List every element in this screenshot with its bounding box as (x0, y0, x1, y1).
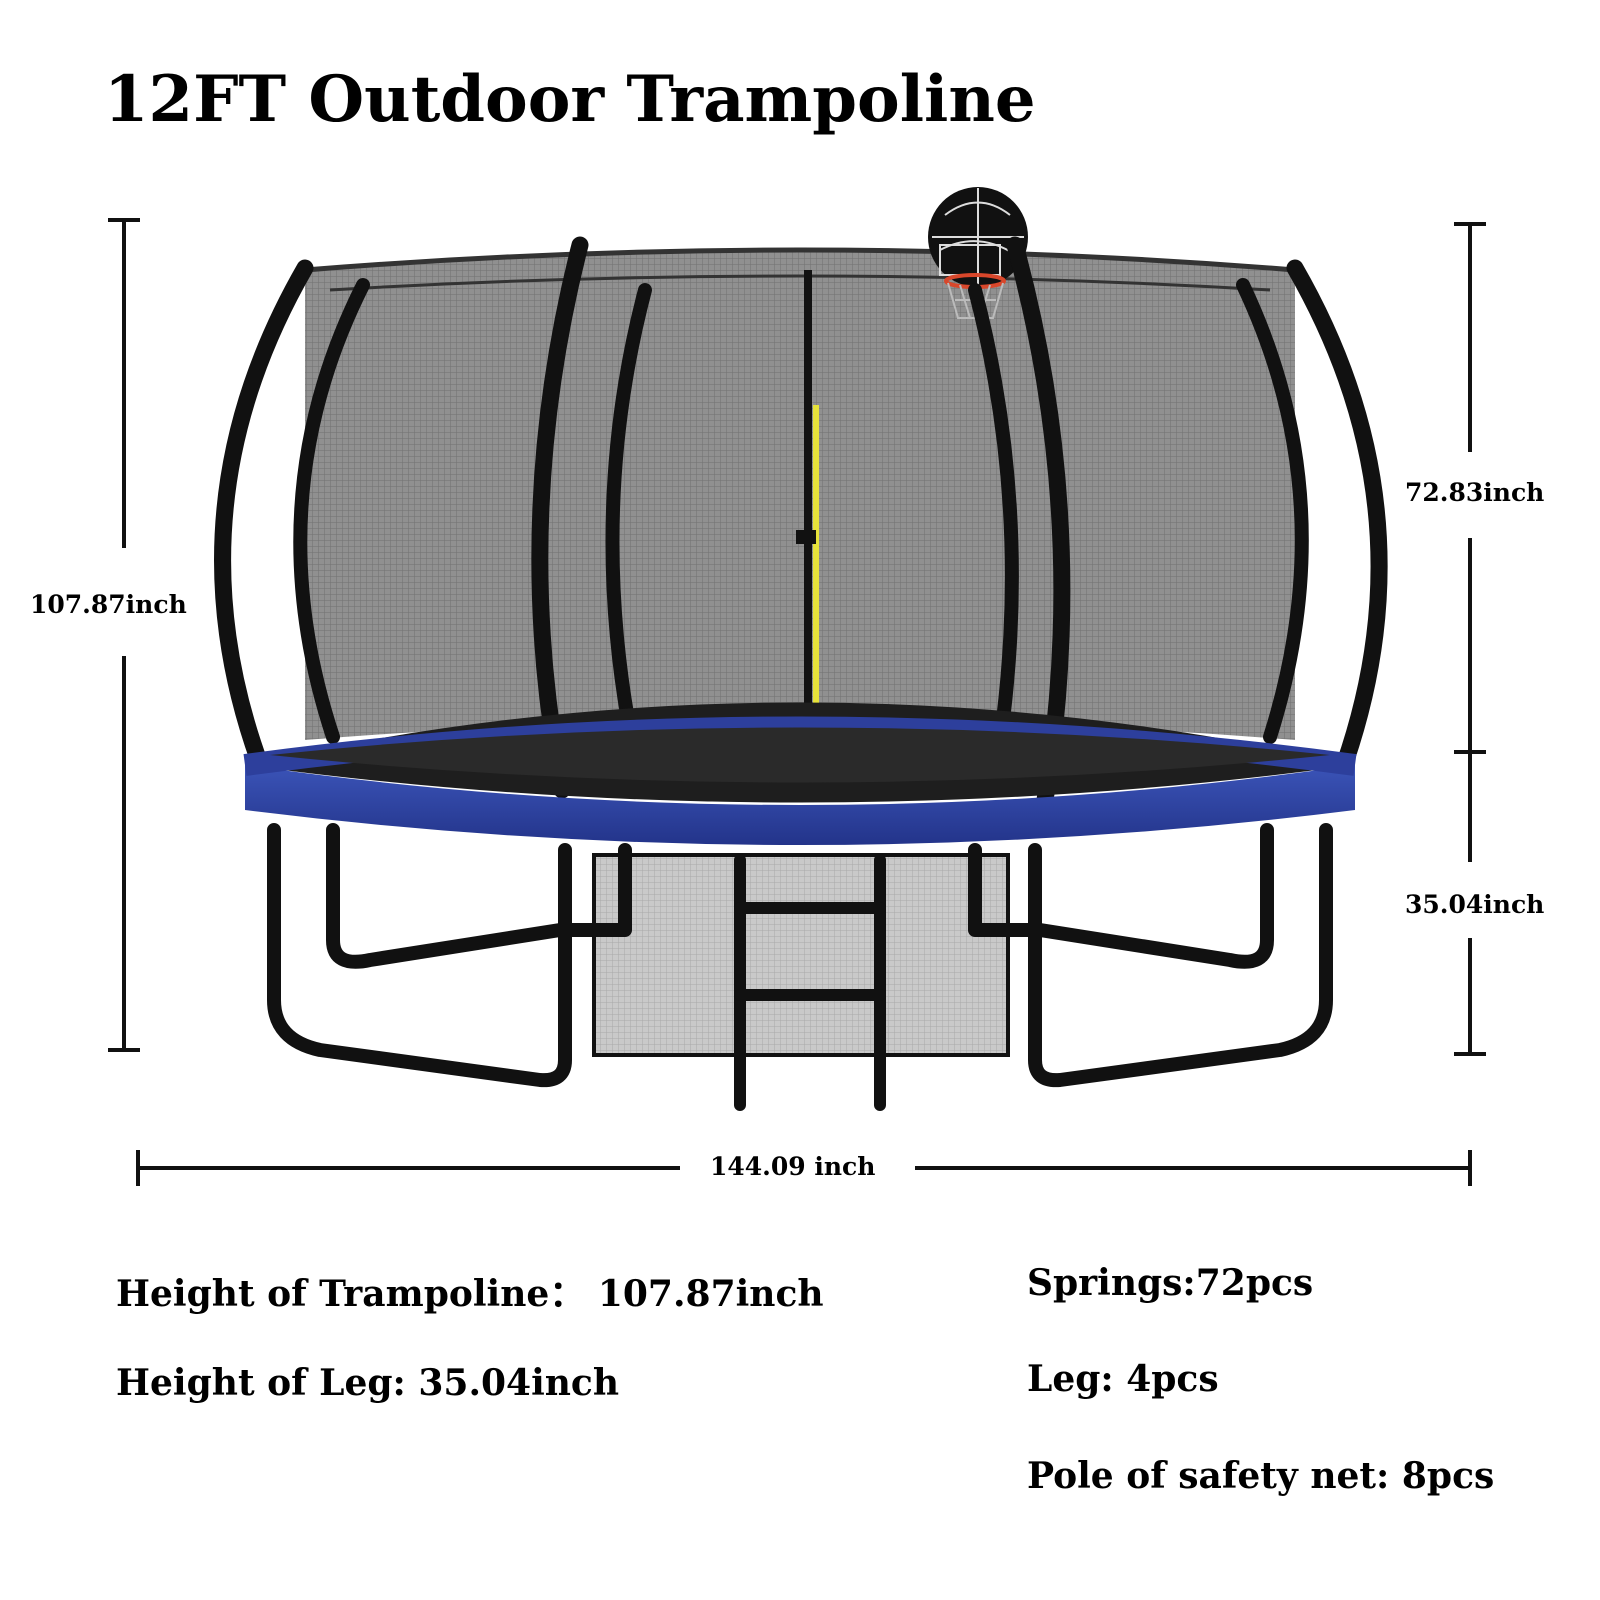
page-title: 12FT Outdoor Trampoline (104, 62, 1036, 137)
net-skirt (592, 853, 1010, 1057)
dimension-lines (108, 218, 1486, 1186)
spec-leg-height: Height of Leg: 35.04inch (116, 1362, 620, 1404)
spec-springs: Springs:72pcs (1027, 1262, 1314, 1304)
safety-net (304, 247, 1296, 740)
ladder (734, 854, 886, 1111)
trampoline-legs (267, 823, 1333, 1088)
spec-trampoline-height: Height of Trampoline： 107.87inch (116, 1273, 824, 1315)
spec-net-poles: Pole of safety net: 8pcs (1027, 1455, 1495, 1497)
safety-net-poles (214, 236, 1388, 809)
total-height-label: 107.87inch (30, 590, 187, 619)
leg-height-label: 35.04inch (1405, 890, 1545, 919)
net-height-label: 72.83inch (1405, 478, 1545, 507)
spec-legs: Leg: 4pcs (1027, 1358, 1219, 1400)
width-label: 144.09 inch (710, 1152, 876, 1181)
trampoline-frame-pad (243, 702, 1357, 845)
